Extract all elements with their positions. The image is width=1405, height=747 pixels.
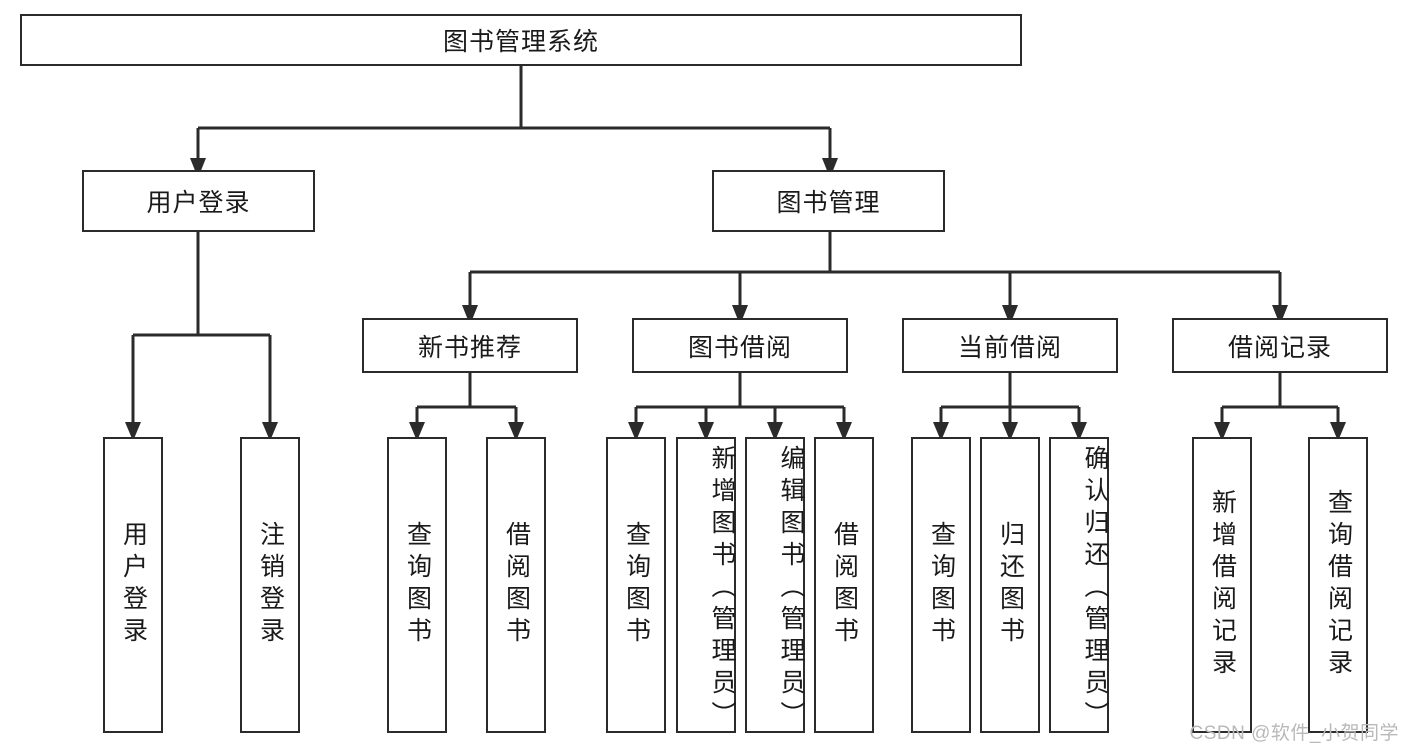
leaf-new-book-borrow-book[interactable]: 借阅图书 (486, 437, 546, 733)
node-label: 新增图书（管理员） (708, 445, 736, 733)
node-label: 图书借阅 (687, 333, 792, 362)
node-label: 借阅图书 (502, 521, 531, 649)
node-label: 用户登录 (119, 521, 148, 649)
node-borrow-record[interactable]: 借阅记录 (1172, 318, 1388, 373)
leaf-borrow-edit-book-admin[interactable]: 编辑图书（管理员） (745, 437, 805, 733)
node-label: 查询图书 (927, 521, 956, 649)
leaf-record-add-record[interactable]: 新增借阅记录 (1192, 437, 1252, 733)
leaf-current-query-book[interactable]: 查询图书 (911, 437, 971, 733)
leaf-new-book-query-book[interactable]: 查询图书 (387, 437, 447, 733)
node-label: 图书管理 (776, 189, 881, 217)
leaf-borrow-query-book[interactable]: 查询图书 (606, 437, 666, 733)
leaf-record-query-record[interactable]: 查询借阅记录 (1308, 437, 1368, 733)
node-label: 归还图书 (996, 521, 1025, 649)
csdn-watermark: CSDN @软件_小贺同学 (1189, 723, 1399, 744)
node-label: 查询图书 (403, 521, 432, 649)
node-label: 借阅记录 (1227, 333, 1332, 362)
node-user-login[interactable]: 用户登录 (82, 170, 315, 232)
leaf-borrow-add-book-admin[interactable]: 新增图书（管理员） (676, 437, 736, 733)
node-root-book-management-system[interactable]: 图书管理系统 (20, 14, 1022, 66)
node-book-management[interactable]: 图书管理 (712, 170, 945, 232)
node-label: 新书推荐 (417, 333, 522, 362)
node-label: 用户登录 (146, 189, 251, 217)
node-new-book-recommend[interactable]: 新书推荐 (362, 318, 578, 373)
node-label: 新增借阅记录 (1208, 489, 1237, 681)
node-label: 查询图书 (622, 521, 651, 649)
node-label: 查询借阅记录 (1324, 489, 1353, 681)
node-label: 图书管理系统 (442, 28, 599, 56)
node-label: 确认归还（管理员） (1081, 445, 1109, 733)
node-label: 当前借阅 (957, 333, 1062, 362)
node-current-borrow[interactable]: 当前借阅 (902, 318, 1118, 373)
leaf-user-login-logout[interactable]: 注销登录 (240, 437, 300, 733)
node-book-borrow[interactable]: 图书借阅 (632, 318, 848, 373)
node-label: 编辑图书（管理员） (777, 445, 805, 733)
node-label: 注销登录 (256, 521, 285, 649)
leaf-borrow-borrow-book[interactable]: 借阅图书 (814, 437, 874, 733)
leaf-current-return-book[interactable]: 归还图书 (980, 437, 1040, 733)
leaf-current-confirm-return-admin[interactable]: 确认归还（管理员） (1049, 437, 1109, 733)
leaf-user-login-login[interactable]: 用户登录 (103, 437, 163, 733)
node-label: 借阅图书 (830, 521, 859, 649)
